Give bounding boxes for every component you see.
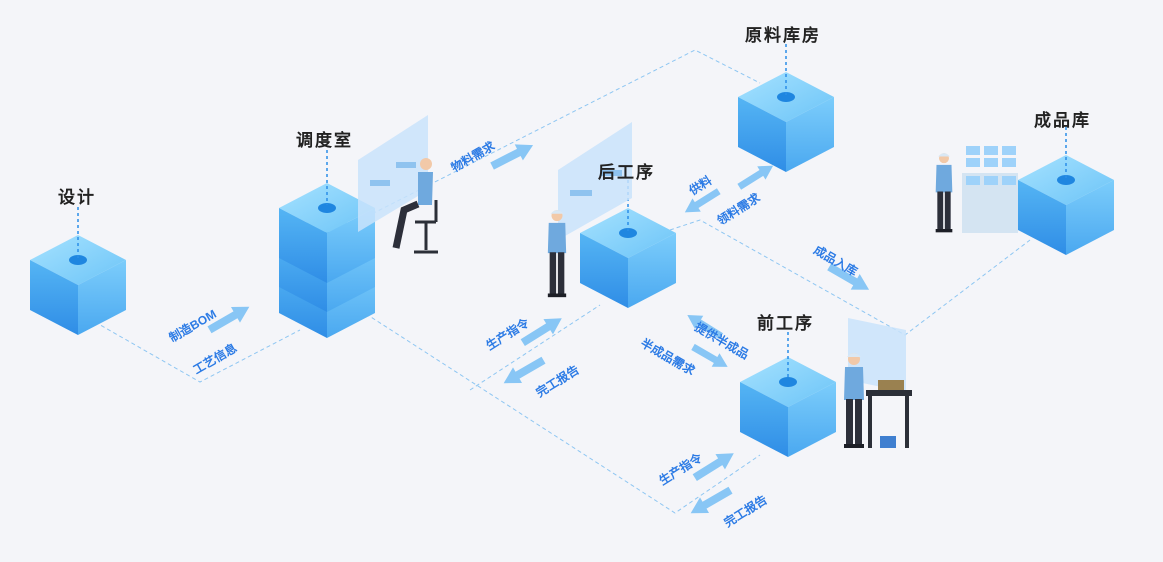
back-order-line (469, 304, 601, 391)
worker-dispatch (392, 158, 433, 249)
worker-front-process (844, 353, 864, 448)
back-to-finished-line (669, 219, 1031, 336)
node-title-design: 设计 (58, 188, 96, 207)
worker-warehouse (935, 153, 953, 233)
shelf-illustration (962, 146, 1018, 233)
node-title-finished-warehouse: 成品库 (1034, 111, 1091, 130)
connection-lines (94, 49, 1031, 514)
front-process-cube (740, 357, 836, 457)
chair-illustration (414, 200, 438, 254)
node-title-front-process: 前工序 (757, 314, 814, 333)
node-title-raw-warehouse: 原料库房 (745, 26, 821, 45)
dashboard-panels (358, 115, 906, 392)
node-title-back-process: 后工序 (598, 163, 655, 182)
dispatch-to-front-line (359, 309, 761, 514)
worker-back-process (547, 210, 567, 298)
design-to-dispatch-line (94, 321, 301, 383)
workbench-illustration (866, 380, 912, 448)
node-title-dispatch: 调度室 (296, 131, 353, 150)
